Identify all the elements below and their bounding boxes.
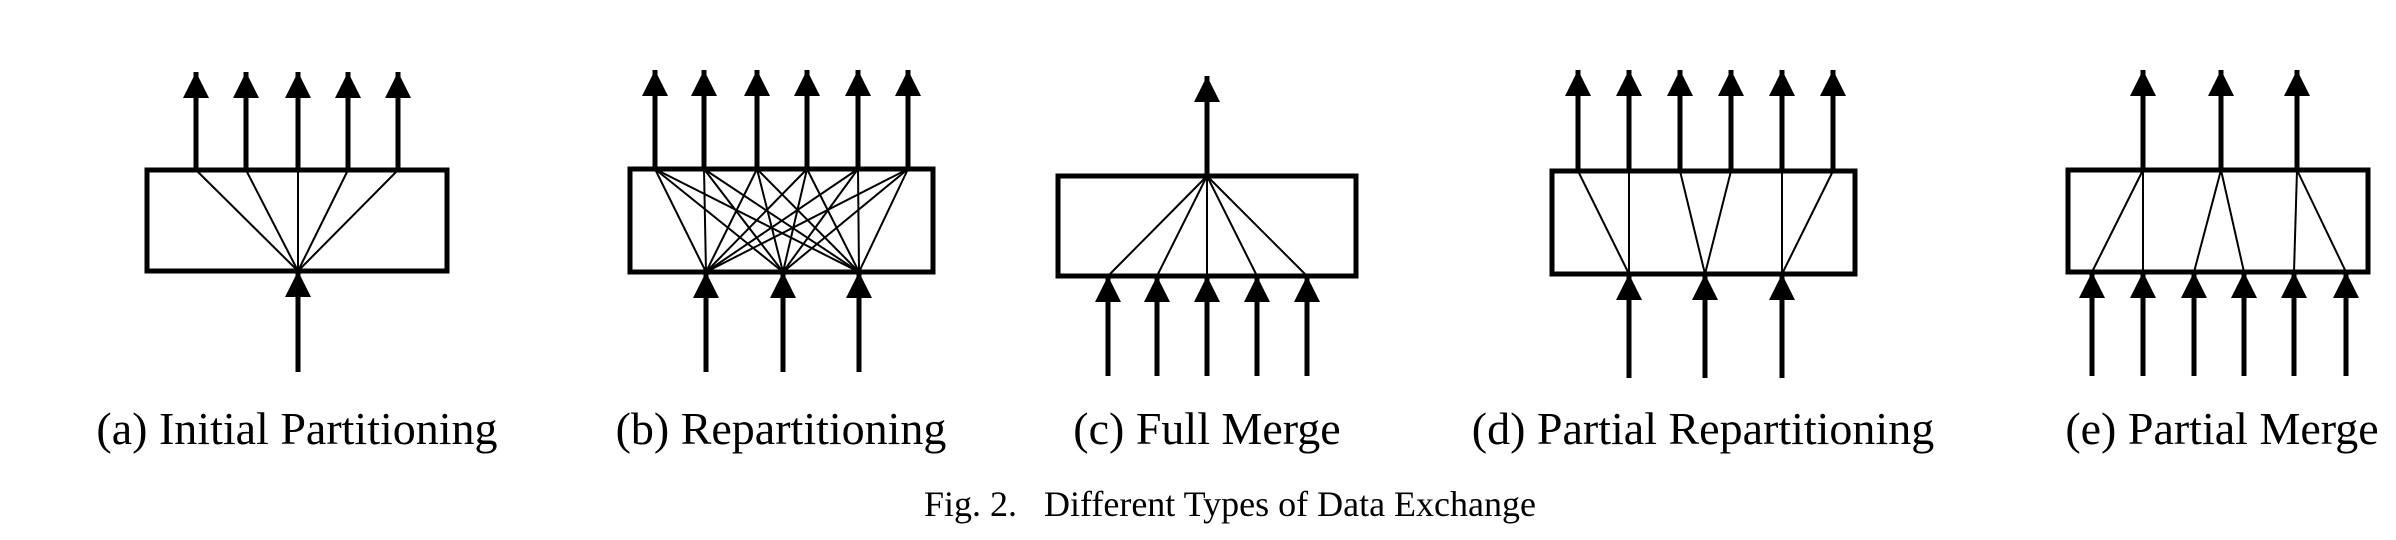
connection-line: [1107, 175, 1208, 277]
connection-line: [756, 168, 860, 273]
connection-line: [782, 168, 808, 273]
output-arrows: [2130, 70, 2310, 170]
connection-lines: [1577, 170, 1834, 275]
connection-line: [1781, 170, 1834, 275]
connection-line: [806, 168, 860, 273]
connection-line: [2293, 169, 2298, 273]
panel-label-d: (d) Partial Repartitioning: [1472, 403, 1934, 454]
figure-caption: Fig. 2. Different Types of Data Exchange: [924, 484, 1536, 524]
connection-line: [654, 168, 860, 273]
connection-lines: [195, 169, 399, 272]
connection-line: [195, 169, 299, 272]
panel-repartitioning: (b) Repartitioning: [616, 70, 947, 454]
connection-line: [2193, 169, 2222, 273]
connection-line: [1679, 170, 1706, 275]
connection-line: [1156, 175, 1208, 277]
panel-partial-repartitioning: (d) Partial Repartitioning: [1472, 70, 1934, 454]
connection-line: [756, 168, 784, 273]
panel-label-a: (a) Initial Partitioning: [96, 403, 497, 454]
panel-partial-merge: (e) Partial Merge: [2065, 70, 2379, 454]
connection-line: [705, 168, 758, 273]
input-arrows: [693, 272, 872, 372]
panel-label-c: (c) Full Merge: [1073, 403, 1340, 454]
connection-line: [245, 169, 299, 272]
panel-label-e: (e) Partial Merge: [2065, 403, 2378, 454]
connection-line: [1206, 175, 1308, 277]
connection-line: [2091, 169, 2144, 273]
connection-line: [2220, 169, 2245, 273]
connection-line: [703, 168, 784, 273]
output-arrows: [1565, 70, 1846, 171]
exchange-box: [2065, 167, 2371, 275]
connection-line: [654, 168, 707, 273]
panel-initial-partitioning: (a) Initial Partitioning: [96, 72, 498, 454]
connection-line: [703, 168, 707, 273]
input-arrows: [1616, 274, 1795, 378]
connection-line: [1206, 175, 1258, 277]
connection-line: [782, 168, 859, 273]
input-arrows: [1095, 276, 1320, 376]
connection-lines: [2091, 169, 2347, 273]
connection-line: [858, 168, 909, 273]
input-arrows: [2079, 272, 2359, 376]
output-arrows: [642, 70, 921, 169]
panel-label-b: (b) Repartitioning: [616, 403, 947, 454]
output-arrows: [183, 72, 411, 170]
connection-line: [297, 169, 399, 272]
connection-line: [1577, 170, 1630, 275]
connection-line: [297, 169, 349, 272]
connection-line: [782, 168, 909, 273]
connection-line: [2296, 169, 2347, 273]
connection-lines: [1107, 175, 1308, 277]
connection-line: [857, 168, 860, 273]
panel-full-merge: (c) Full Merge: [1055, 76, 1359, 454]
connection-line: [1704, 170, 1732, 275]
connection-lines: [654, 168, 909, 273]
exchange-box: [1549, 168, 1858, 277]
connection-line: [654, 168, 784, 273]
connection-line: [703, 168, 860, 273]
